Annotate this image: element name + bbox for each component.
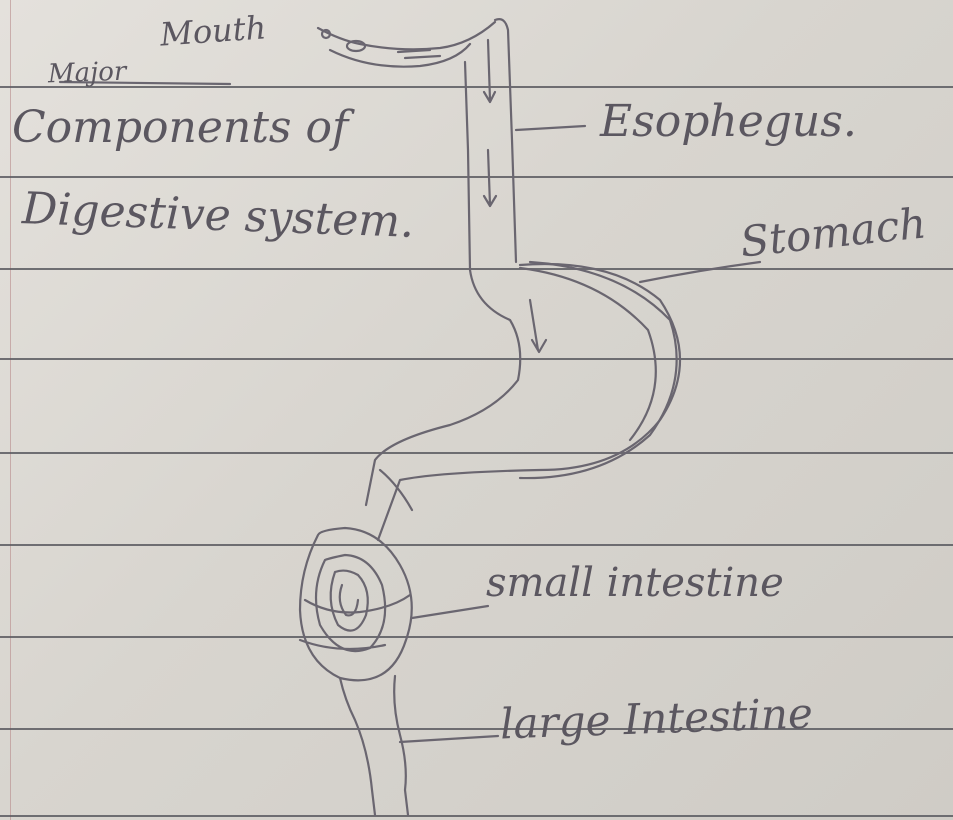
esophagus-label: Esophegus. xyxy=(600,96,857,147)
label-pointers xyxy=(60,82,760,742)
mouth-label: Mouth xyxy=(159,8,268,53)
stomach-shape xyxy=(366,262,680,540)
small-intestine-label: small intestine xyxy=(486,560,784,606)
large-intestine-shape xyxy=(340,676,408,815)
title-major: Major xyxy=(48,57,127,90)
title-components-of: Components of xyxy=(12,102,348,153)
mouth-shape xyxy=(318,22,495,67)
esophagus-shape xyxy=(465,19,516,270)
small-intestine-shape xyxy=(300,528,412,680)
